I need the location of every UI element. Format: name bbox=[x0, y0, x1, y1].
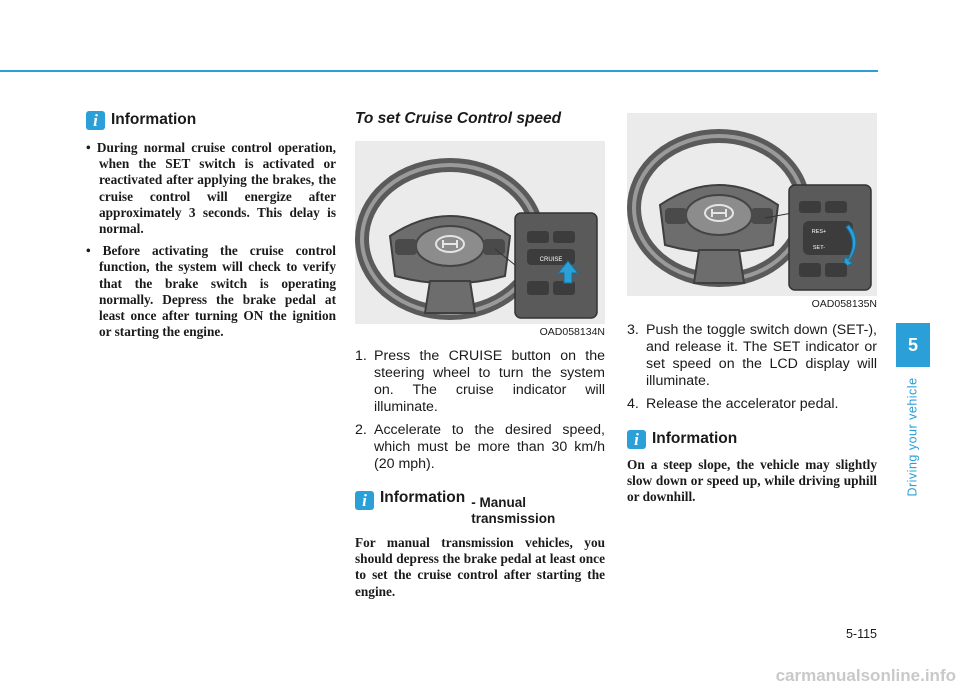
info-title: Information bbox=[380, 489, 466, 506]
middle-column: To set Cruise Control speed CRUISE bbox=[355, 108, 605, 600]
info-title: Information bbox=[652, 430, 738, 447]
header-rule bbox=[0, 70, 878, 72]
push-down-arrow-icon bbox=[842, 224, 857, 269]
info-heading: i Information - Manual transmission bbox=[355, 489, 605, 527]
left-column: i Information During normal cruise contr… bbox=[86, 108, 336, 346]
press-arrow-icon bbox=[556, 260, 580, 284]
info-bullet: Before activating the cruise control fun… bbox=[86, 243, 336, 340]
info-icon: i bbox=[355, 491, 374, 510]
steps-list: 3.Push the toggle switch down (SET-), an… bbox=[627, 322, 877, 413]
step-item: 3.Push the toggle switch down (SET-), an… bbox=[627, 322, 877, 389]
info-title: Information bbox=[111, 111, 197, 128]
set-label: SET- bbox=[813, 245, 825, 251]
steering-wheel-illustration: RES+ SET- bbox=[627, 113, 877, 296]
info-icon: i bbox=[627, 429, 646, 449]
cruise-button-label: CRUISE bbox=[540, 257, 563, 263]
chapter-label: Driving your vehicle bbox=[906, 377, 921, 497]
figure-caption: OAD058134N bbox=[539, 326, 605, 338]
steering-wheel-figure-set: RES+ SET- bbox=[627, 113, 877, 296]
steering-wheel-illustration: CRUISE bbox=[355, 141, 605, 324]
section-title: To set Cruise Control speed bbox=[355, 110, 562, 127]
info-bullet: During normal cruise control operation, … bbox=[86, 140, 336, 237]
info-bullets: During normal cruise control operation, … bbox=[86, 140, 336, 340]
info-subtitle: - Manual transmission bbox=[471, 495, 556, 526]
right-column: RES+ SET- OAD058135N 3.Push the toggle s… bbox=[627, 113, 877, 506]
res-label: RES+ bbox=[812, 229, 827, 235]
step-item: 4.Release the accelerator pedal. bbox=[627, 396, 839, 412]
info-heading: i Information bbox=[86, 108, 336, 132]
info-text: For manual transmission vehicles, you sh… bbox=[355, 535, 605, 599]
watermark: carmanualsonline.info bbox=[775, 666, 956, 685]
figure-caption: OAD058135N bbox=[811, 298, 877, 310]
page-number: 5-115 bbox=[845, 627, 877, 641]
steering-wheel-figure-cruise: CRUISE bbox=[355, 141, 605, 324]
info-icon: i bbox=[86, 110, 105, 130]
step-item: 1.Press the CRUISE button on the steerin… bbox=[355, 348, 605, 415]
step-item: 2.Accelerate to the desired speed, which… bbox=[355, 422, 605, 472]
info-heading: i Information bbox=[627, 427, 877, 451]
steps-list: 1.Press the CRUISE button on the steerin… bbox=[355, 348, 605, 473]
info-text: On a steep slope, the vehicle may slight… bbox=[627, 457, 877, 505]
chapter-tab: 5 bbox=[896, 323, 930, 367]
